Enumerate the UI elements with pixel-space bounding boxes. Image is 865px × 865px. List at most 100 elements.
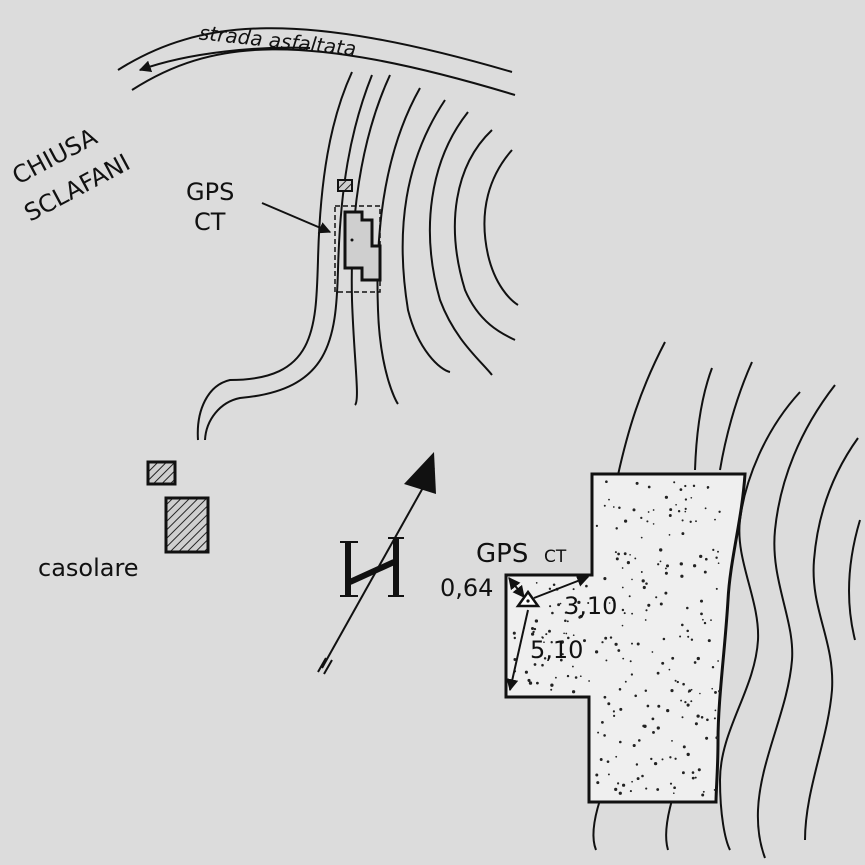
stipple-dot xyxy=(632,743,636,748)
stipple-dot xyxy=(628,595,631,598)
stipple-dot xyxy=(652,509,655,511)
stipple-dot xyxy=(552,583,556,587)
stipple-dot xyxy=(605,659,608,662)
stipple-dot xyxy=(715,736,719,740)
stipple-dot xyxy=(645,582,648,585)
stipple-dot xyxy=(692,484,696,488)
stipple-dot xyxy=(671,656,675,660)
stipple-dot xyxy=(704,507,707,510)
stipple-dot xyxy=(567,636,570,640)
stipple-dot xyxy=(673,481,676,484)
stipple-dot xyxy=(623,552,627,556)
stipple-dot xyxy=(579,614,583,619)
road xyxy=(117,27,516,441)
road-direction-arrow xyxy=(138,46,311,72)
stipple-dot xyxy=(640,516,643,520)
stipple-dot xyxy=(690,700,693,703)
stipple-dot xyxy=(646,704,650,708)
stipple-dot xyxy=(631,578,633,581)
stipple-dot xyxy=(656,788,660,791)
stipple-dot xyxy=(607,702,611,706)
stipple-dot xyxy=(661,661,665,665)
stipple-dot xyxy=(680,574,684,578)
stipple-dot xyxy=(666,708,670,713)
stipple-dot xyxy=(563,632,565,635)
stipple-dot xyxy=(684,700,687,704)
stipple-dot xyxy=(615,755,618,758)
stipple-dot xyxy=(604,636,608,640)
stipple-dot xyxy=(718,510,721,513)
stipple-dot xyxy=(657,563,660,566)
stipple-dot xyxy=(549,605,552,608)
stipple-dot xyxy=(679,488,683,491)
stipple-dot xyxy=(630,673,634,676)
stipple-dot xyxy=(565,632,568,635)
measure-label-b: 3,10 xyxy=(564,592,617,620)
stipple-dot xyxy=(712,548,715,552)
measure-line-c xyxy=(506,609,529,692)
stipple-dot xyxy=(714,518,716,521)
stipple-dot xyxy=(655,596,658,599)
stipple-dot xyxy=(608,602,611,604)
gps-top-label-line2: CT xyxy=(194,208,226,236)
gps-detail-label: GPS xyxy=(476,539,528,569)
stipple-dot xyxy=(528,681,533,685)
stipple-dot xyxy=(699,599,704,603)
stipple-dot xyxy=(572,634,575,637)
stipple-dot xyxy=(701,793,705,797)
stipple-dot xyxy=(641,579,645,583)
stipple-dot xyxy=(674,757,677,760)
stipple-dot xyxy=(682,745,686,749)
main-building xyxy=(343,210,382,282)
upper-contours xyxy=(350,74,519,406)
stipple-dot xyxy=(686,752,690,757)
stipple-dot xyxy=(587,601,590,605)
stipple-dot xyxy=(571,690,576,694)
stipple-dot xyxy=(687,691,690,693)
stipple-dot xyxy=(588,680,590,682)
stipple-dot xyxy=(690,688,693,691)
stipple-dot xyxy=(652,730,655,734)
stipple-dot xyxy=(664,495,669,499)
stipple-dot xyxy=(669,782,673,785)
stipple-dot xyxy=(617,649,621,652)
stipple-dot xyxy=(551,611,554,615)
stipple-dot xyxy=(675,503,677,506)
stipple-dot xyxy=(621,624,624,627)
stipple-dot xyxy=(635,481,639,485)
stipple-dot xyxy=(668,534,671,536)
stipple-dot xyxy=(623,612,626,615)
measure-line-a xyxy=(508,577,525,598)
stipple-dot xyxy=(637,739,641,742)
stipple-dot xyxy=(550,688,553,691)
stipple-dot xyxy=(644,689,648,693)
right-contours xyxy=(592,341,861,859)
stipple-dot xyxy=(614,551,617,554)
stipple-dot xyxy=(644,619,647,621)
stipple-dot xyxy=(566,620,569,623)
stipple-dot xyxy=(595,524,599,528)
stipple-dot xyxy=(662,637,666,641)
stipple-dot xyxy=(664,567,667,570)
stipple-dot xyxy=(652,523,655,525)
stipple-dot xyxy=(717,660,719,662)
stipple-dot xyxy=(618,688,622,691)
stipple-dot xyxy=(669,756,672,759)
stipple-dot xyxy=(617,782,620,785)
stipple-dot xyxy=(711,665,715,669)
stipple-dot xyxy=(621,608,625,612)
stipple-dot xyxy=(695,520,697,523)
stipple-dot xyxy=(691,771,695,774)
stipple-dot xyxy=(653,761,658,766)
stipple-dot xyxy=(619,707,623,711)
stipple-dot xyxy=(634,557,637,560)
stipple-dot xyxy=(714,709,717,712)
stipple-dot xyxy=(642,724,646,728)
stipple-dot xyxy=(536,681,539,685)
stipple-dot xyxy=(713,788,716,791)
stipple-dot xyxy=(595,773,599,777)
stipple-dot xyxy=(608,498,610,501)
stipple-dot xyxy=(543,657,547,660)
stipple-dot xyxy=(699,692,701,695)
